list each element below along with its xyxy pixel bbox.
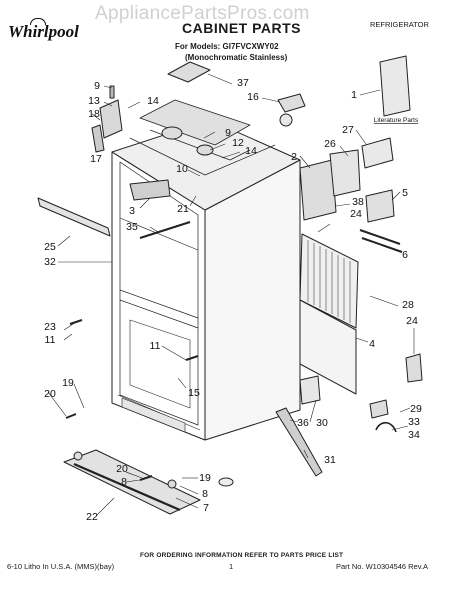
callout-10: 10 (176, 163, 188, 175)
callout-12: 12 (232, 137, 244, 149)
rear-panel (299, 299, 357, 395)
callout-33: 33 (408, 416, 420, 428)
callout-9: 9 (94, 80, 100, 92)
callout-30: 30 (316, 417, 328, 429)
callout-21: 21 (177, 203, 189, 215)
callout-38: 38 (352, 196, 364, 208)
callout-8: 8 (121, 476, 127, 488)
callout-27: 27 (342, 124, 354, 136)
page-number: 1 (229, 562, 234, 571)
callout-11-inner: 11 (150, 340, 161, 352)
callout-7: 7 (203, 502, 209, 514)
trim-strip (37, 197, 111, 237)
whirlpool-logo-swirl (30, 18, 46, 25)
ordering-note: FOR ORDERING INFORMATION REFER TO PARTS … (140, 552, 344, 559)
callout-3: 3 (129, 205, 135, 217)
callout-28: 28 (402, 299, 414, 311)
callout-11: 11 (45, 334, 56, 346)
print-info: 6-10 Litho In U.S.A. (MMS)(bay) (7, 562, 115, 571)
model-finish: (Monochromatic Stainless) (185, 53, 288, 62)
callout-29: 29 (410, 403, 422, 415)
callout-19-lower: 19 (199, 472, 211, 484)
callout-32: 32 (44, 256, 56, 268)
brand-logo: Whirlpool (8, 22, 79, 41)
callout-20: 20 (44, 388, 56, 400)
callout-14: 14 (147, 95, 159, 107)
callout-22: 22 (86, 511, 98, 523)
callout-5: 5 (402, 187, 408, 199)
appliance-category: REFRIGERATOR (370, 20, 429, 29)
callout-19: 19 (62, 377, 74, 389)
callout-37: 37 (237, 77, 249, 89)
callout-35: 35 (126, 221, 138, 233)
callout-36: 36 (297, 417, 309, 429)
callout-13: 13 (88, 95, 100, 107)
callout-31: 31 (324, 454, 336, 466)
literature-book (379, 55, 411, 117)
part-number: Part No. W10304546 Rev.A (336, 562, 428, 571)
callout-17: 17 (90, 153, 102, 165)
callout-9-upper: 9 (225, 127, 231, 139)
callout-14-upper: 14 (245, 145, 257, 157)
callout-16: 16 (247, 91, 259, 103)
callout-20-lower: 20 (116, 463, 128, 475)
callout-24-lower: 24 (406, 315, 418, 327)
callout-24: 24 (350, 208, 362, 220)
callout-6: 6 (402, 249, 408, 261)
model-number: For Models: GI7FVCXWY02 (175, 42, 279, 51)
callout-1: 1 (351, 89, 357, 101)
callout-26: 26 (324, 138, 336, 150)
callout-15: 15 (188, 387, 200, 399)
callout-2: 2 (291, 151, 297, 163)
callout-8-lower: 8 (202, 488, 208, 500)
page-title: CABINET PARTS (182, 20, 302, 36)
watermark: AppliancePartsPros.com (95, 3, 310, 24)
base-grille (63, 449, 201, 515)
callout-23: 23 (44, 321, 56, 333)
hinge-bracket (99, 99, 123, 139)
literature-parts-label: Literature Parts (374, 117, 419, 124)
callout-18: 18 (88, 108, 100, 120)
callout-34: 34 (408, 429, 420, 441)
rear-grille (299, 233, 359, 329)
part-37-plate (167, 61, 211, 83)
callout-4: 4 (369, 338, 375, 350)
callout-25: 25 (44, 241, 56, 253)
